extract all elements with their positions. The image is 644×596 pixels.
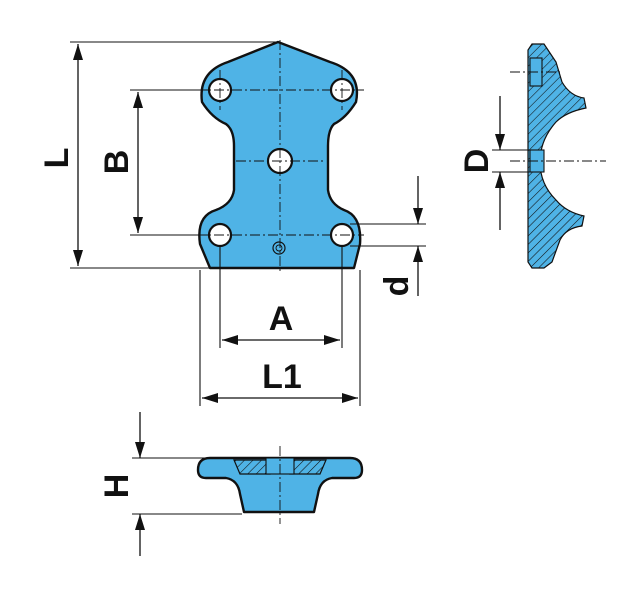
label-D: D: [458, 149, 496, 174]
dimension-H: H: [98, 412, 242, 556]
dimension-d: d: [350, 176, 426, 296]
label-d: d: [378, 276, 416, 297]
dimension-A: A: [219, 246, 343, 348]
dimension-D: D: [458, 96, 536, 230]
dimension-L1: L1: [199, 270, 361, 406]
bottom-view: [196, 446, 364, 524]
side-section-view: [510, 43, 606, 269]
dimension-L: L: [38, 41, 278, 269]
label-L1: L1: [262, 358, 302, 396]
front-view: [196, 40, 364, 272]
label-L: L: [38, 148, 76, 169]
label-A: A: [269, 300, 294, 338]
dimension-B: B: [98, 89, 210, 236]
label-H: H: [98, 474, 136, 499]
manufacturer-emblem-icon: [272, 241, 286, 255]
bottom-section-hatch: [233, 459, 271, 475]
label-B: B: [98, 150, 136, 175]
